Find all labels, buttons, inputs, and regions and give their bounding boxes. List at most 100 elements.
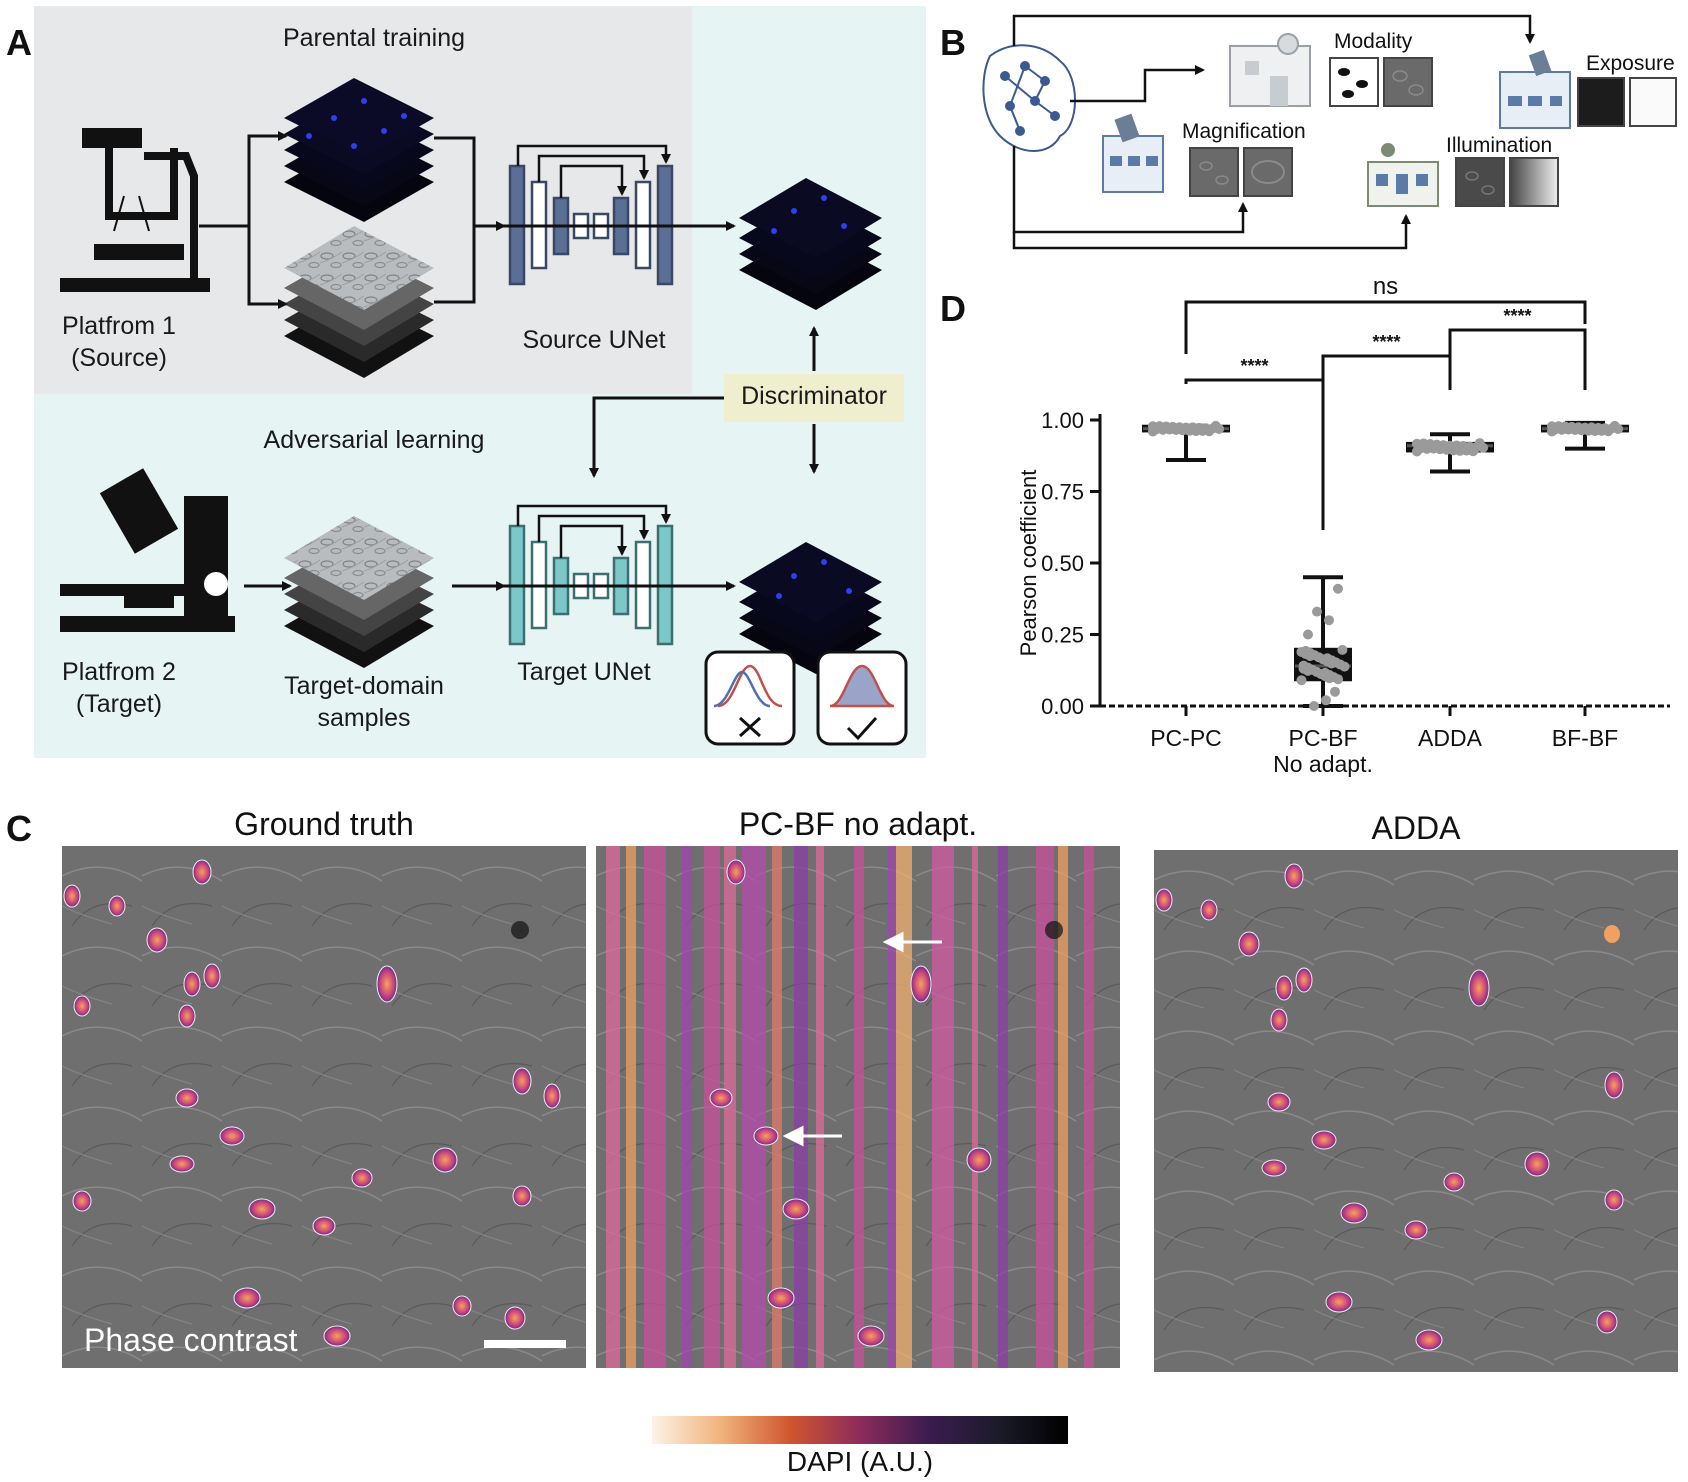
dapi-colorbar-label: DAPI (A.U.) <box>786 1446 934 1477</box>
y-tick-label: 1.00 <box>1041 408 1084 433</box>
title-ground-truth: Ground truth <box>234 806 414 842</box>
panel-label-d: D <box>940 288 966 329</box>
significance-bracket <box>1184 378 1325 526</box>
match-distribution-icon <box>816 650 908 746</box>
arrow-markers <box>782 931 942 1147</box>
data-point <box>1312 606 1322 617</box>
source-output-stack <box>739 178 882 310</box>
target-samples-label-line2: samples <box>317 704 411 732</box>
y-tick-label: 0.75 <box>1041 480 1084 505</box>
panel-label-c: C <box>6 808 32 849</box>
data-point <box>1425 439 1436 450</box>
data-point <box>1613 423 1624 434</box>
panel-b-diagram <box>982 14 1677 250</box>
significance-bracket <box>1184 300 1587 354</box>
data-point <box>1194 423 1205 434</box>
panel-b: Modality Magnification Exposure Illumina… <box>960 6 1684 266</box>
x-tick-label: PC-BF <box>1289 725 1358 751</box>
modality-thumbnails <box>1329 57 1433 107</box>
image-ground-truth: Phase contrast <box>62 846 586 1368</box>
significance-label: **** <box>1372 332 1400 352</box>
scale-bar <box>484 1340 566 1348</box>
source-flow-arrows <box>199 131 819 478</box>
data-point <box>1593 423 1604 434</box>
platform2-label-line1: Platfrom 2 <box>62 658 176 686</box>
illumination-label: Illumination <box>1446 134 1553 157</box>
data-point <box>1337 644 1348 655</box>
significance-bracket <box>1448 328 1587 390</box>
source-unet-icon <box>494 144 684 286</box>
data-point <box>1324 615 1334 626</box>
target-unet-label: Target UNet <box>517 658 651 686</box>
panel-a-diagram <box>34 6 926 758</box>
data-point <box>1305 651 1316 662</box>
microscope-2-icon <box>60 468 235 632</box>
data-point <box>1478 442 1489 453</box>
data-point <box>1321 695 1331 706</box>
target-samples-label-line1: Target-domain <box>284 672 444 700</box>
parental-training-title: Parental training <box>282 24 466 52</box>
significance-label: **** <box>1503 306 1531 326</box>
y-tick-label: 0.50 <box>1041 551 1084 576</box>
platform2-label-line2: (Target) <box>75 690 163 718</box>
title-adda: ADDA <box>1371 810 1461 846</box>
exposure-label: Exposure <box>1586 52 1675 75</box>
data-point <box>1161 422 1172 433</box>
panel-label-b: B <box>940 22 966 63</box>
data-point <box>1326 658 1337 669</box>
data-point <box>1302 665 1313 676</box>
data-point <box>1330 686 1340 697</box>
microscope-1-icon <box>60 128 210 292</box>
significance-label: **** <box>1240 356 1268 376</box>
neural-network-icon <box>982 44 1076 152</box>
source-phase-stack <box>284 226 434 378</box>
significance-label: ns <box>1373 280 1398 300</box>
y-axis-label: Pearson coefficient <box>1016 470 1041 657</box>
no-adapt-micrograph <box>596 846 1120 1368</box>
x-tick-label: BF-BF <box>1552 725 1618 751</box>
adda-micrograph <box>1154 850 1678 1372</box>
x-tick-label: PC-PC <box>1150 725 1222 751</box>
panel-label-a: A <box>6 22 32 63</box>
discriminator-box <box>724 374 904 422</box>
modality-label: Modality <box>1334 30 1413 53</box>
illumination-building-icon <box>1367 143 1439 207</box>
magnification-thumbnails <box>1189 147 1293 197</box>
data-point <box>1339 661 1350 672</box>
image-adda <box>1154 850 1678 1372</box>
data-point <box>1309 701 1319 711</box>
target-unet-icon <box>494 504 684 646</box>
ground-truth-micrograph <box>62 846 586 1368</box>
data-point <box>1324 673 1335 684</box>
phase-contrast-label: Phase contrast <box>84 1322 298 1358</box>
mismatch-distribution-icon <box>704 650 796 746</box>
data-point <box>1333 583 1343 594</box>
title-no-adapt: PC-BF no adapt. <box>738 806 978 842</box>
data-point <box>1458 441 1469 452</box>
illumination-thumbnails <box>1455 157 1559 207</box>
target-sample-stack <box>284 516 434 668</box>
exposure-building-icon <box>1499 49 1571 129</box>
source-unet-label: Source UNet <box>522 326 666 354</box>
y-tick-label: 0.25 <box>1041 623 1084 648</box>
platform1-label-line2: (Source) <box>71 344 167 372</box>
dapi-colorbar <box>652 1416 1068 1444</box>
microscope-building-icon <box>1102 113 1164 193</box>
panel-a: Parental training Adversarial learning P… <box>34 6 926 758</box>
data-point <box>1560 422 1571 433</box>
source-dapi-stack <box>284 78 434 222</box>
data-point <box>1303 629 1313 640</box>
data-point <box>1333 674 1344 685</box>
platform1-label-line1: Platfrom 1 <box>62 312 176 340</box>
y-tick-label: 0.00 <box>1041 694 1084 719</box>
exposure-thumbnails <box>1577 77 1677 127</box>
magnification-label: Magnification <box>1182 120 1306 143</box>
image-no-adapt <box>596 846 1120 1368</box>
data-point <box>1296 675 1307 686</box>
x-tick-label: ADDA <box>1418 725 1483 751</box>
panel-b-arrows <box>1012 14 1535 250</box>
discriminator-label: Discriminator <box>741 382 887 410</box>
lab-building-icon <box>1229 33 1311 107</box>
